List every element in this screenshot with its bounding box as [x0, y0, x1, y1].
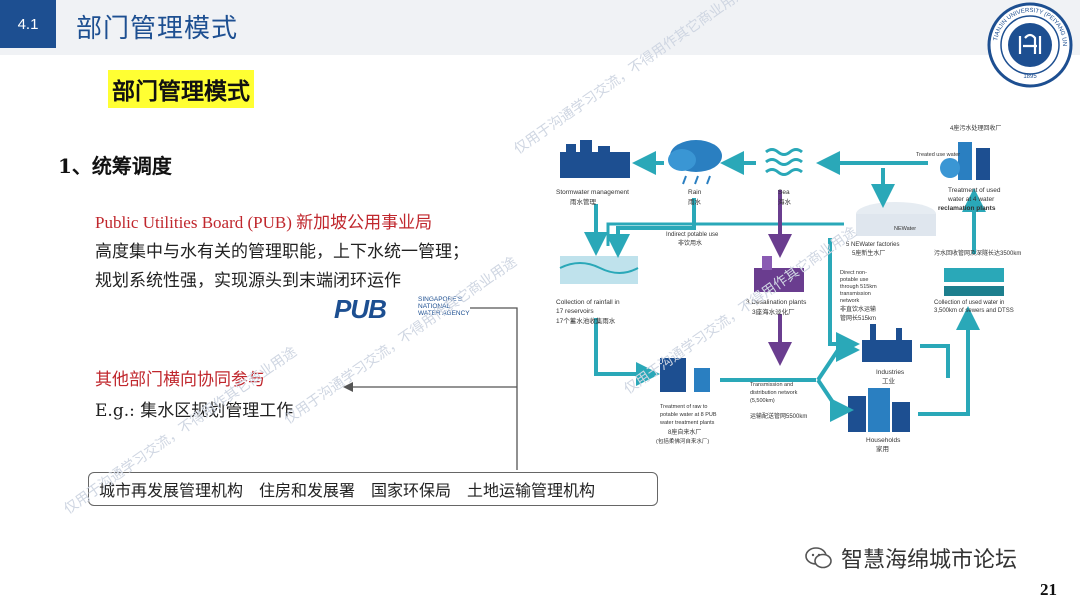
- newater-brand: NEWater: [894, 226, 916, 232]
- pub-logo: PUB SINGAPORE'S NATIONAL WATER AGENCY: [334, 294, 470, 324]
- pub-line-1: 高度集中与水有关的管理职能，上下水统一管理；: [95, 242, 469, 262]
- slide-title: 部门管理模式: [108, 70, 254, 108]
- reclaim-top-label: 4座污水处理回收厂: [950, 124, 1001, 132]
- treatment-label-en3: water treatment plants: [659, 420, 715, 426]
- rainfall-label-en2: 17 reservoirs: [556, 308, 594, 315]
- used-water-pipes-icon: [944, 268, 1004, 296]
- water-cycle-diagram: Stormwater management 雨水管理 Rain 雨水 Sea 海…: [556, 124, 1021, 453]
- households-icon: [848, 388, 910, 432]
- desalination-plant-icon: [754, 256, 804, 292]
- direct-use-label-en1: Direct non-: [840, 270, 867, 276]
- households-label-zh: 家用: [876, 444, 889, 453]
- agency-item: 城市再发展管理机构: [99, 481, 244, 500]
- newater-factory-icon: [856, 202, 936, 236]
- indirect-use-label-en: Indirect potable use: [666, 232, 719, 238]
- wechat-icon: [805, 547, 832, 569]
- industries-icon: [862, 324, 912, 362]
- sea-waves-icon: [765, 148, 803, 176]
- other-agencies-example: E.g.: 集水区规划管理工作: [95, 401, 294, 421]
- rain-cloud-icon: [668, 140, 722, 185]
- sea-label-zh: 海水: [778, 197, 792, 206]
- direct-use-label-en3: through 515km: [840, 284, 877, 290]
- pub-logo-tagline: SINGAPORE'S NATIONAL WATER AGENCY: [418, 296, 470, 317]
- footer-brand-text: 智慧海绵城市论坛: [841, 548, 1018, 573]
- svg-text:1895: 1895: [1023, 74, 1037, 80]
- industries-label-en: Industries: [876, 369, 905, 376]
- section-number-badge: 4.1: [0, 0, 56, 48]
- newater-label-zh: 5座新生水厂: [852, 249, 885, 257]
- direct-use-label-en4: transmission: [840, 291, 871, 297]
- distribution-label-en2: distribution network: [750, 390, 798, 396]
- reservoir-icon: [559, 256, 639, 284]
- distribution-label-en3: (5,500km): [750, 398, 775, 404]
- agency-item: 土地运输管理机构: [467, 481, 596, 500]
- desal-label-en: 3 Desalination plants: [746, 299, 807, 306]
- used-water-label-en1: Collection of used water in: [934, 300, 1004, 306]
- sea-label-en: Sea: [778, 189, 790, 196]
- indirect-use-label-zh: 非饮用水: [678, 239, 702, 247]
- reclaim-label-en2: water at 4 water: [947, 196, 995, 203]
- agency-item: 住房和发展署: [259, 481, 356, 500]
- pub-line-2: 规划系统性强，实现源头到末端闭环运作: [95, 271, 401, 291]
- rain-label-en: Rain: [688, 189, 702, 196]
- university-seal-logo: 1895 TIANJIN UNIVERSITY (PEIYANG UNIVERS…: [987, 2, 1073, 88]
- reclaim-label-en1: Treatment of used: [948, 187, 1001, 194]
- direct-use-label-en5: network: [840, 298, 860, 304]
- distribution-label-en1: Transmission and: [750, 382, 793, 388]
- direct-use-label-zh2: 管网长515km: [840, 314, 876, 322]
- direct-use-label-zh1: 非直饮水运输: [840, 305, 876, 313]
- direct-use-label-en2: potable use: [840, 277, 868, 283]
- newater-label-en: 5 NEWater factories: [846, 242, 899, 248]
- pub-heading: Public Utilities Board (PUB) 新加坡公用事业局: [95, 213, 433, 232]
- households-label-en: Households: [866, 437, 901, 444]
- rainfall-label-zh: 17个蓄水池收集雨水: [556, 316, 616, 325]
- flow-arrows: [584, 151, 986, 422]
- stormwater-label-zh: 雨水管理: [570, 197, 597, 206]
- rainfall-label-en1: Collection of rainfall in: [556, 299, 620, 306]
- reclamation-plant-icon: [940, 142, 990, 180]
- distribution-label-zh: 运输配送管网5500km: [750, 412, 807, 420]
- footer-brand: 智慧海绵城市论坛: [805, 542, 1017, 574]
- pub-logo-mark: PUB: [334, 294, 387, 324]
- treatment-label-en1: Treatment of raw to: [660, 404, 707, 410]
- desal-label-zh: 3座海水淡化厂: [752, 307, 795, 316]
- treatment-label-zh2: (包括柔佛河自来水厂): [656, 437, 709, 445]
- treatment-tank-icon: [660, 358, 710, 392]
- agency-item: 国家环保局: [371, 481, 452, 500]
- section-heading: 1、统筹调度: [58, 154, 172, 178]
- sewer-network-label-zh: 污水回收管网及深隧长达3500km: [934, 249, 1021, 257]
- treatment-label-zh1: 8座自来水厂: [668, 428, 701, 436]
- header-title: 部门管理模式: [76, 14, 239, 44]
- industries-label-zh: 工业: [882, 376, 896, 385]
- top-bar: [0, 0, 1080, 55]
- treated-water-label: Treated use water: [916, 152, 960, 158]
- other-agencies-heading: 其他部门横向协同参与: [95, 370, 265, 390]
- stormwater-label-en: Stormwater management: [556, 189, 629, 196]
- used-water-label-en2: 3,500km of sewers and DTSS: [934, 308, 1014, 314]
- agency-list-box: 城市再发展管理机构 住房和发展署 国家环保局 土地运输管理机构: [88, 472, 658, 506]
- stormwater-icon: [560, 140, 630, 178]
- rain-label-zh: 雨水: [688, 197, 702, 206]
- reclaim-label-en3: reclamation plants: [938, 205, 996, 212]
- page-number: 21: [1040, 580, 1057, 599]
- treatment-label-en2: potable water at 8 PUB: [660, 412, 717, 418]
